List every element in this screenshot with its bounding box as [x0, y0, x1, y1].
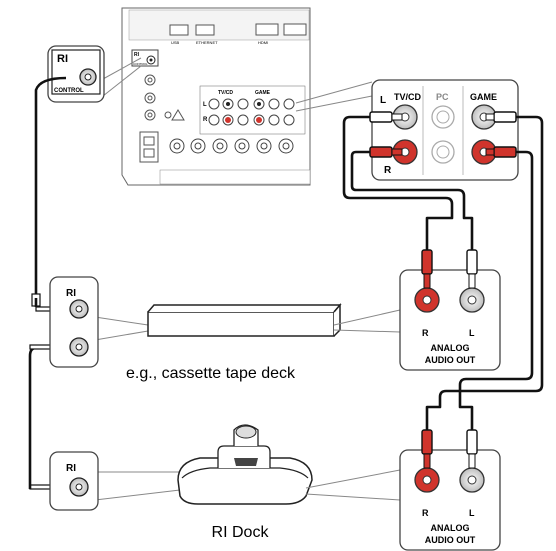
dock-audio-out-label: AUDIO OUT [425, 535, 476, 545]
deck-plug-l-icon [466, 249, 478, 275]
deck-analog-label: ANALOG [431, 343, 470, 353]
deck-l-label: L [469, 328, 475, 338]
deck-ri-jack-1-icon [69, 299, 89, 319]
callout-rca-inputs: L TV/CD PC GAME R [295, 79, 519, 181]
panel-r-label: R [203, 117, 208, 123]
cable-ri-control [34, 76, 67, 300]
callout-r-label: R [384, 165, 392, 176]
callout-l-label: L [380, 95, 386, 106]
ri-panel-dock: RI [49, 451, 181, 511]
panel-l-label: L [203, 102, 207, 108]
dock-out-r-jack-icon [414, 467, 440, 493]
cable-game-to-dock [425, 115, 544, 430]
dock-analog-label: ANALOG [431, 523, 470, 533]
analog-out-dock: R L ANALOG AUDIO OUT [399, 429, 501, 551]
dock-plug-r-icon [421, 429, 433, 455]
cassette-caption: e.g., cassette tape deck [126, 365, 296, 382]
callout-control-label: CONTROL [54, 88, 84, 94]
panel-game-label: GAME [255, 90, 271, 96]
analog-out-deck: R L ANALOG AUDIO OUT [399, 249, 501, 371]
deck-plug-r-icon [421, 249, 433, 275]
deck-audio-out-label: AUDIO OUT [425, 355, 476, 365]
rca-plug-game-r-icon [485, 146, 517, 158]
cable-tvcd-to-deck [342, 115, 454, 250]
hdmi-label: HDMI [258, 40, 268, 45]
callout-ri-label: RI [57, 53, 68, 65]
tvcd-l-jack-icon [392, 104, 418, 130]
dock-plug-l-icon [466, 429, 478, 455]
receiver-rear-panel: USB ETHERNET HDMI RI CONTROL TV/CD GAME … [121, 7, 311, 186]
deck-r-label: R [422, 328, 429, 338]
rca-plug-tvcd-r-icon [369, 146, 403, 158]
panel-tvcd-label: TV/CD [218, 90, 233, 96]
dock-ri-jack-icon [69, 477, 89, 497]
ethernet-label: ETHERNET [196, 40, 218, 45]
deck-ri-jack-2-icon [69, 337, 89, 357]
panel-control-label: CONTROL [133, 62, 148, 66]
callout-pc-label: PC [436, 92, 449, 102]
cassette-deck-device [147, 302, 401, 337]
callout-game-label: GAME [470, 92, 497, 102]
dock-caption: RI Dock [212, 524, 270, 541]
deck-out-l-jack-icon [459, 287, 485, 313]
pc-l-jack-icon [431, 105, 455, 129]
usb-label: USB [171, 40, 180, 45]
ri-panel-deck: RI [49, 276, 149, 368]
dock-ri-label: RI [66, 463, 76, 474]
deck-ri-label: RI [66, 288, 76, 299]
deck-out-r-jack-icon [414, 287, 440, 313]
callout-ri-control: RI CONTROL [47, 45, 142, 103]
dock-l-label: L [469, 508, 475, 518]
callout-tvcd-label: TV/CD [394, 92, 422, 102]
panel-ri-label: RI [134, 52, 140, 58]
ri-dock-device [177, 424, 401, 505]
pc-r-jack-icon [431, 140, 455, 164]
dock-out-l-jack-icon [459, 467, 485, 493]
dock-r-label: R [422, 508, 429, 518]
rca-plug-tvcd-l-icon [369, 111, 403, 123]
rca-plug-game-l-icon [485, 111, 517, 123]
